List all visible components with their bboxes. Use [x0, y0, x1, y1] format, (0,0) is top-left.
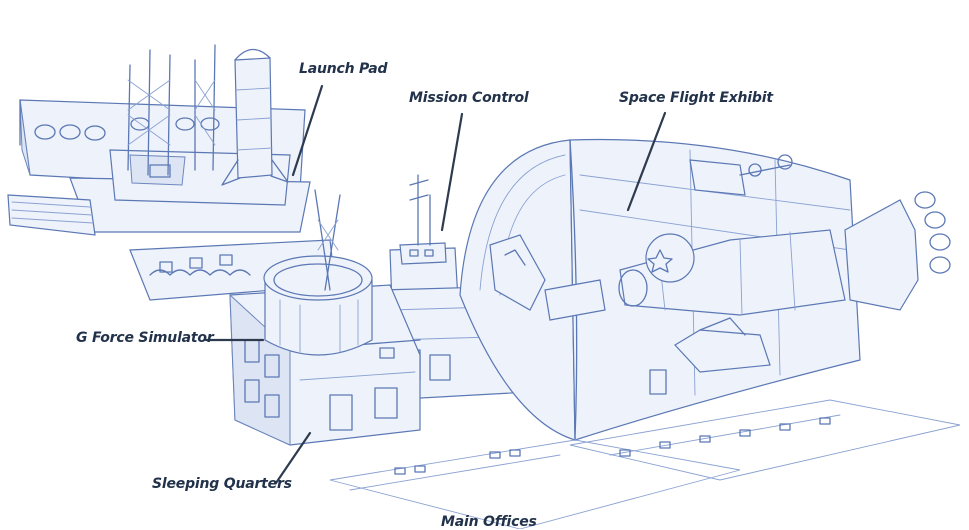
space-flight-exhibit-label: Space Flight Exhibit [619, 90, 773, 106]
mission-control-label: Mission Control [409, 90, 529, 106]
main-offices-label: Main Offices [441, 514, 537, 530]
main-offices-building [330, 400, 960, 529]
leader-mission-control [442, 114, 462, 230]
launch-pad-label: Launch Pad [299, 61, 387, 77]
g-force-simulator-label: G Force Simulator [76, 330, 214, 346]
sleeping-quarters-label: Sleeping Quarters [152, 476, 292, 492]
